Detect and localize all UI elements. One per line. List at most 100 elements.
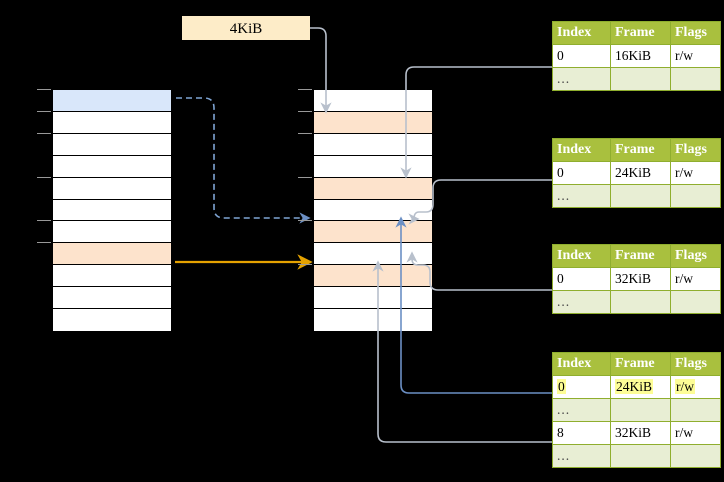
virtual-address-space-row[interactable] [53,155,171,178]
virtual-address-space-row[interactable] [53,265,171,288]
cell-frame [610,290,671,314]
column-header-flags: Flags [670,352,721,376]
cell-frame [610,444,671,468]
virtual-address-space-row[interactable] [53,111,171,134]
virtual-address-space-row[interactable] [53,287,171,310]
physical-memory-row[interactable] [314,243,432,266]
wire-virtual-blue-dashed [176,97,311,224]
column-header-flags: Flags [670,244,721,268]
column-header-frame: Frame [610,21,671,45]
wire-pt2-to-frame-seg1 [419,179,552,213]
virtual-boundary-tick [37,176,51,178]
cell-index: ... [552,444,611,468]
virtual-address-space-row[interactable] [53,309,171,331]
cell-flags: r/w [670,44,721,68]
physical-memory-row[interactable] [314,90,432,112]
virtual-address-space-row[interactable] [53,221,171,244]
physical-boundary-tick [298,220,312,222]
cell-frame [610,184,671,208]
column-header-index: Index [552,21,611,45]
cell-index: 0 [552,267,611,291]
physical-memory-column [313,89,433,331]
column-header-flags: Flags [670,138,721,162]
cell-flags [670,444,721,468]
physical-memory-row[interactable] [314,309,432,331]
wire-pt3-to-frame-seg1 [418,264,552,291]
cell-flags: r/w [670,267,721,291]
cell-frame [610,67,671,91]
cell-flags [670,184,721,208]
cell-frame: 16KiB [610,44,671,68]
virtual-address-space-row[interactable] [53,199,171,222]
physical-boundary-tick [298,132,312,134]
cell-flags [670,290,721,314]
physical-memory-row[interactable] [314,199,432,222]
cell-flags: r/w [670,421,721,445]
physical-boundary-tick [298,110,312,112]
virtual-address-space-row[interactable] [53,243,171,266]
physical-memory-row[interactable] [314,221,432,244]
physical-memory-row[interactable] [314,133,432,156]
virtual-boundary-tick [37,132,51,134]
column-header-index: Index [552,244,611,268]
cell-frame: 24KiB [610,161,671,185]
cell-frame: 24KiB [610,375,671,399]
cell-index: ... [552,290,611,314]
cell-index: ... [552,184,611,208]
physical-memory-row[interactable] [314,111,432,134]
column-header-frame: Frame [610,244,671,268]
page-size-label: 4KiB [182,16,310,40]
physical-memory-row[interactable] [314,155,432,178]
cell-index: 0 [552,161,611,185]
column-header-frame: Frame [610,352,671,376]
virtual-boundary-tick [37,110,51,112]
virtual-address-space-column [52,89,172,331]
cell-index: 0 [552,44,611,68]
table-ellipsis-row[interactable]: ... [552,67,721,91]
cell-flags [670,67,721,91]
physical-memory-row[interactable] [314,265,432,288]
physical-boundary-tick [298,264,312,266]
physical-boundary-tick [298,89,312,90]
table-ellipsis-row[interactable]: ... [552,444,721,468]
cell-index: ... [552,398,611,422]
physical-memory-row[interactable] [314,287,432,310]
cell-index: ... [552,67,611,91]
virtual-address-space-row[interactable] [53,177,171,200]
physical-boundary-tick [298,176,312,178]
cell-flags: r/w [670,375,721,399]
table-ellipsis-row[interactable]: ... [552,398,721,422]
cell-frame: 32KiB [610,267,671,291]
virtual-boundary-tick [37,242,51,244]
cell-index: 0 [552,375,611,399]
virtual-boundary-tick [37,220,51,222]
physical-memory-row[interactable] [314,177,432,200]
table-ellipsis-row[interactable]: ... [552,184,721,208]
cell-flags [670,398,721,422]
cell-frame: 32KiB [610,421,671,445]
table-ellipsis-row[interactable]: ... [552,290,721,314]
cell-flags: r/w [670,161,721,185]
column-header-index: Index [552,352,611,376]
column-header-flags: Flags [670,21,721,45]
cell-index: 8 [552,421,611,445]
virtual-boundary-tick [37,89,51,90]
column-header-frame: Frame [610,138,671,162]
virtual-address-space-row[interactable] [53,133,171,156]
cell-frame [610,398,671,422]
virtual-address-space-row[interactable] [53,90,171,112]
